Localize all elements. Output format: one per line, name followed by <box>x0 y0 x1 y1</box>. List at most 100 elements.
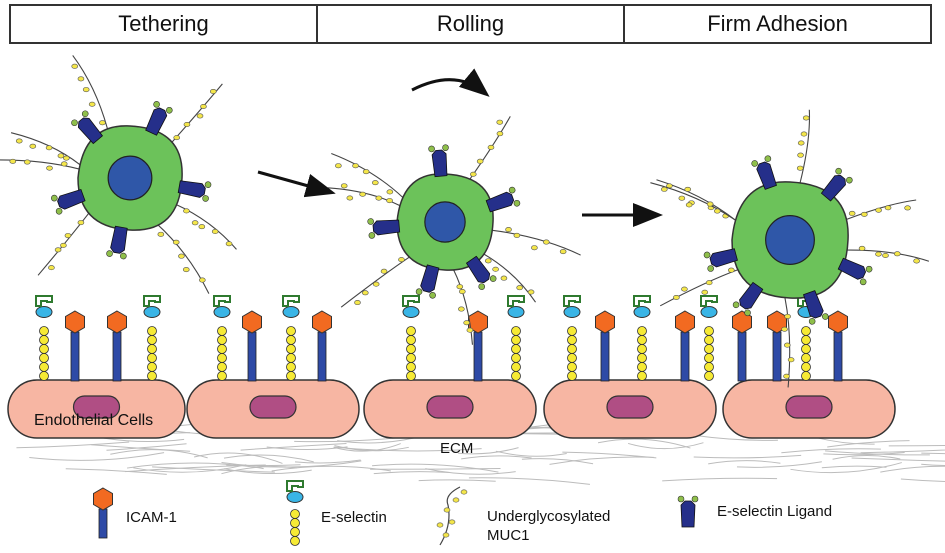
eselectin-ligand <box>106 225 128 260</box>
eselectin-bead <box>567 344 577 354</box>
stage-firm-adhesion: Firm Adhesion <box>623 6 930 42</box>
muc1-glycan <box>448 519 456 525</box>
eselectin-ligand <box>703 248 738 272</box>
ligand-body <box>820 174 846 202</box>
eselectin-head <box>700 306 718 318</box>
muc1-glycan <box>787 357 795 363</box>
muc1-glycan <box>99 120 106 126</box>
eselectin-bead <box>704 362 714 372</box>
muc1-glycan <box>45 145 53 151</box>
ligand-tip <box>744 309 751 317</box>
icam1-head <box>93 487 113 511</box>
eselectin-lectin <box>700 295 718 307</box>
muc1-glycan <box>882 252 889 258</box>
muc1-glycan <box>443 507 451 513</box>
cell-nucleus <box>107 155 153 201</box>
muc1-glycan <box>684 186 692 192</box>
muc1-glycan <box>678 195 686 201</box>
muc1-glycan <box>452 497 460 503</box>
eselectin-ligand <box>751 155 777 190</box>
ligand-tip <box>808 318 816 325</box>
endothelial-nucleus <box>249 395 297 419</box>
arrows <box>257 68 663 227</box>
ecm-fiber <box>29 452 165 461</box>
eselectin-ligand <box>485 186 521 213</box>
eselectin-bead <box>801 353 811 363</box>
ligand-tip <box>478 283 486 290</box>
ecm-fiber <box>458 447 519 455</box>
eselectin-lectin <box>507 295 525 307</box>
eselectin-ligand <box>803 290 829 325</box>
ligand-tip <box>55 207 63 215</box>
ligand-body <box>739 281 764 310</box>
muc1-glycan <box>362 169 370 175</box>
eselectin-bead <box>567 335 577 345</box>
ligand-tip <box>732 301 740 309</box>
muc1-glycan <box>29 143 37 149</box>
endothelial-cells-label: Endothelial Cells <box>34 412 154 429</box>
muc1-glycan <box>82 87 90 93</box>
ecm-fiber <box>418 479 496 482</box>
endothelial-nucleus <box>606 395 654 419</box>
ecm-fiber <box>468 477 591 485</box>
eselectin-bead <box>406 344 416 354</box>
muc1-glycan <box>527 289 535 295</box>
muc1-glycan <box>797 152 804 158</box>
eselectin-bead <box>286 344 296 354</box>
eselectin-ligand <box>71 110 104 145</box>
muc1-glycan <box>64 233 72 239</box>
muc1-glycan <box>23 159 31 165</box>
ligand-tip <box>822 313 829 320</box>
muc1-glycan <box>796 165 804 171</box>
muc1-glycan <box>352 163 359 169</box>
icam1-head <box>107 310 127 334</box>
ligand-body <box>837 257 867 280</box>
muc1-glycan <box>513 232 521 238</box>
legend-eselectin-label: E-selectin <box>321 509 387 526</box>
eselectin-bead <box>511 335 521 345</box>
endothelial-layer <box>7 379 896 439</box>
eselectin-bead <box>147 344 157 354</box>
muc1-glycan <box>858 245 866 251</box>
muc1-glycan <box>487 144 495 150</box>
icam1-stalk <box>600 331 610 382</box>
ligand-tip <box>428 145 435 153</box>
ligand-tip <box>442 144 449 151</box>
muc1-glycan <box>783 342 791 348</box>
stage-rolling: Rolling <box>316 6 623 42</box>
eselectin-bead <box>801 326 811 336</box>
ligand-body <box>77 117 104 145</box>
eselectin-lectin <box>213 295 231 307</box>
eselectin-bead <box>286 371 296 381</box>
ecm-fiber <box>827 440 910 448</box>
eselectin-bead <box>406 335 416 345</box>
eselectin-bead <box>637 371 647 381</box>
ligand-body <box>465 255 491 284</box>
legend-ligand-label: E-selectin Ligand <box>717 503 833 520</box>
eselectin-ligand <box>367 218 401 239</box>
ecm-fiber <box>461 455 532 460</box>
muc1-glycan <box>335 163 342 169</box>
ecm-fiber <box>860 449 945 454</box>
muc1-glycan <box>157 231 165 237</box>
ecm-fiber <box>126 462 264 470</box>
eselectin-bead <box>286 326 296 336</box>
muc1-glycan <box>466 327 474 333</box>
ecm-fiber <box>627 442 704 450</box>
ligand-tip <box>835 167 842 175</box>
icam1-head <box>828 310 848 334</box>
eselectin-bead <box>147 326 157 336</box>
legend-muc1-label: Underglycosylated MUC1 <box>487 507 610 545</box>
ecm-fiber <box>921 463 945 466</box>
ligand-tip <box>367 218 374 225</box>
muc1-glycan <box>496 119 504 125</box>
ecm-fiber <box>193 452 283 464</box>
eselectin-bead <box>290 536 300 546</box>
eselectin-bead <box>290 527 300 537</box>
eselectin-bead <box>637 344 647 354</box>
muc1-glycan <box>372 281 380 287</box>
icam1-stalk <box>247 331 257 382</box>
ecm-fiber <box>133 464 247 473</box>
eselectin-head <box>213 306 231 318</box>
muc1-glycan <box>802 115 810 121</box>
